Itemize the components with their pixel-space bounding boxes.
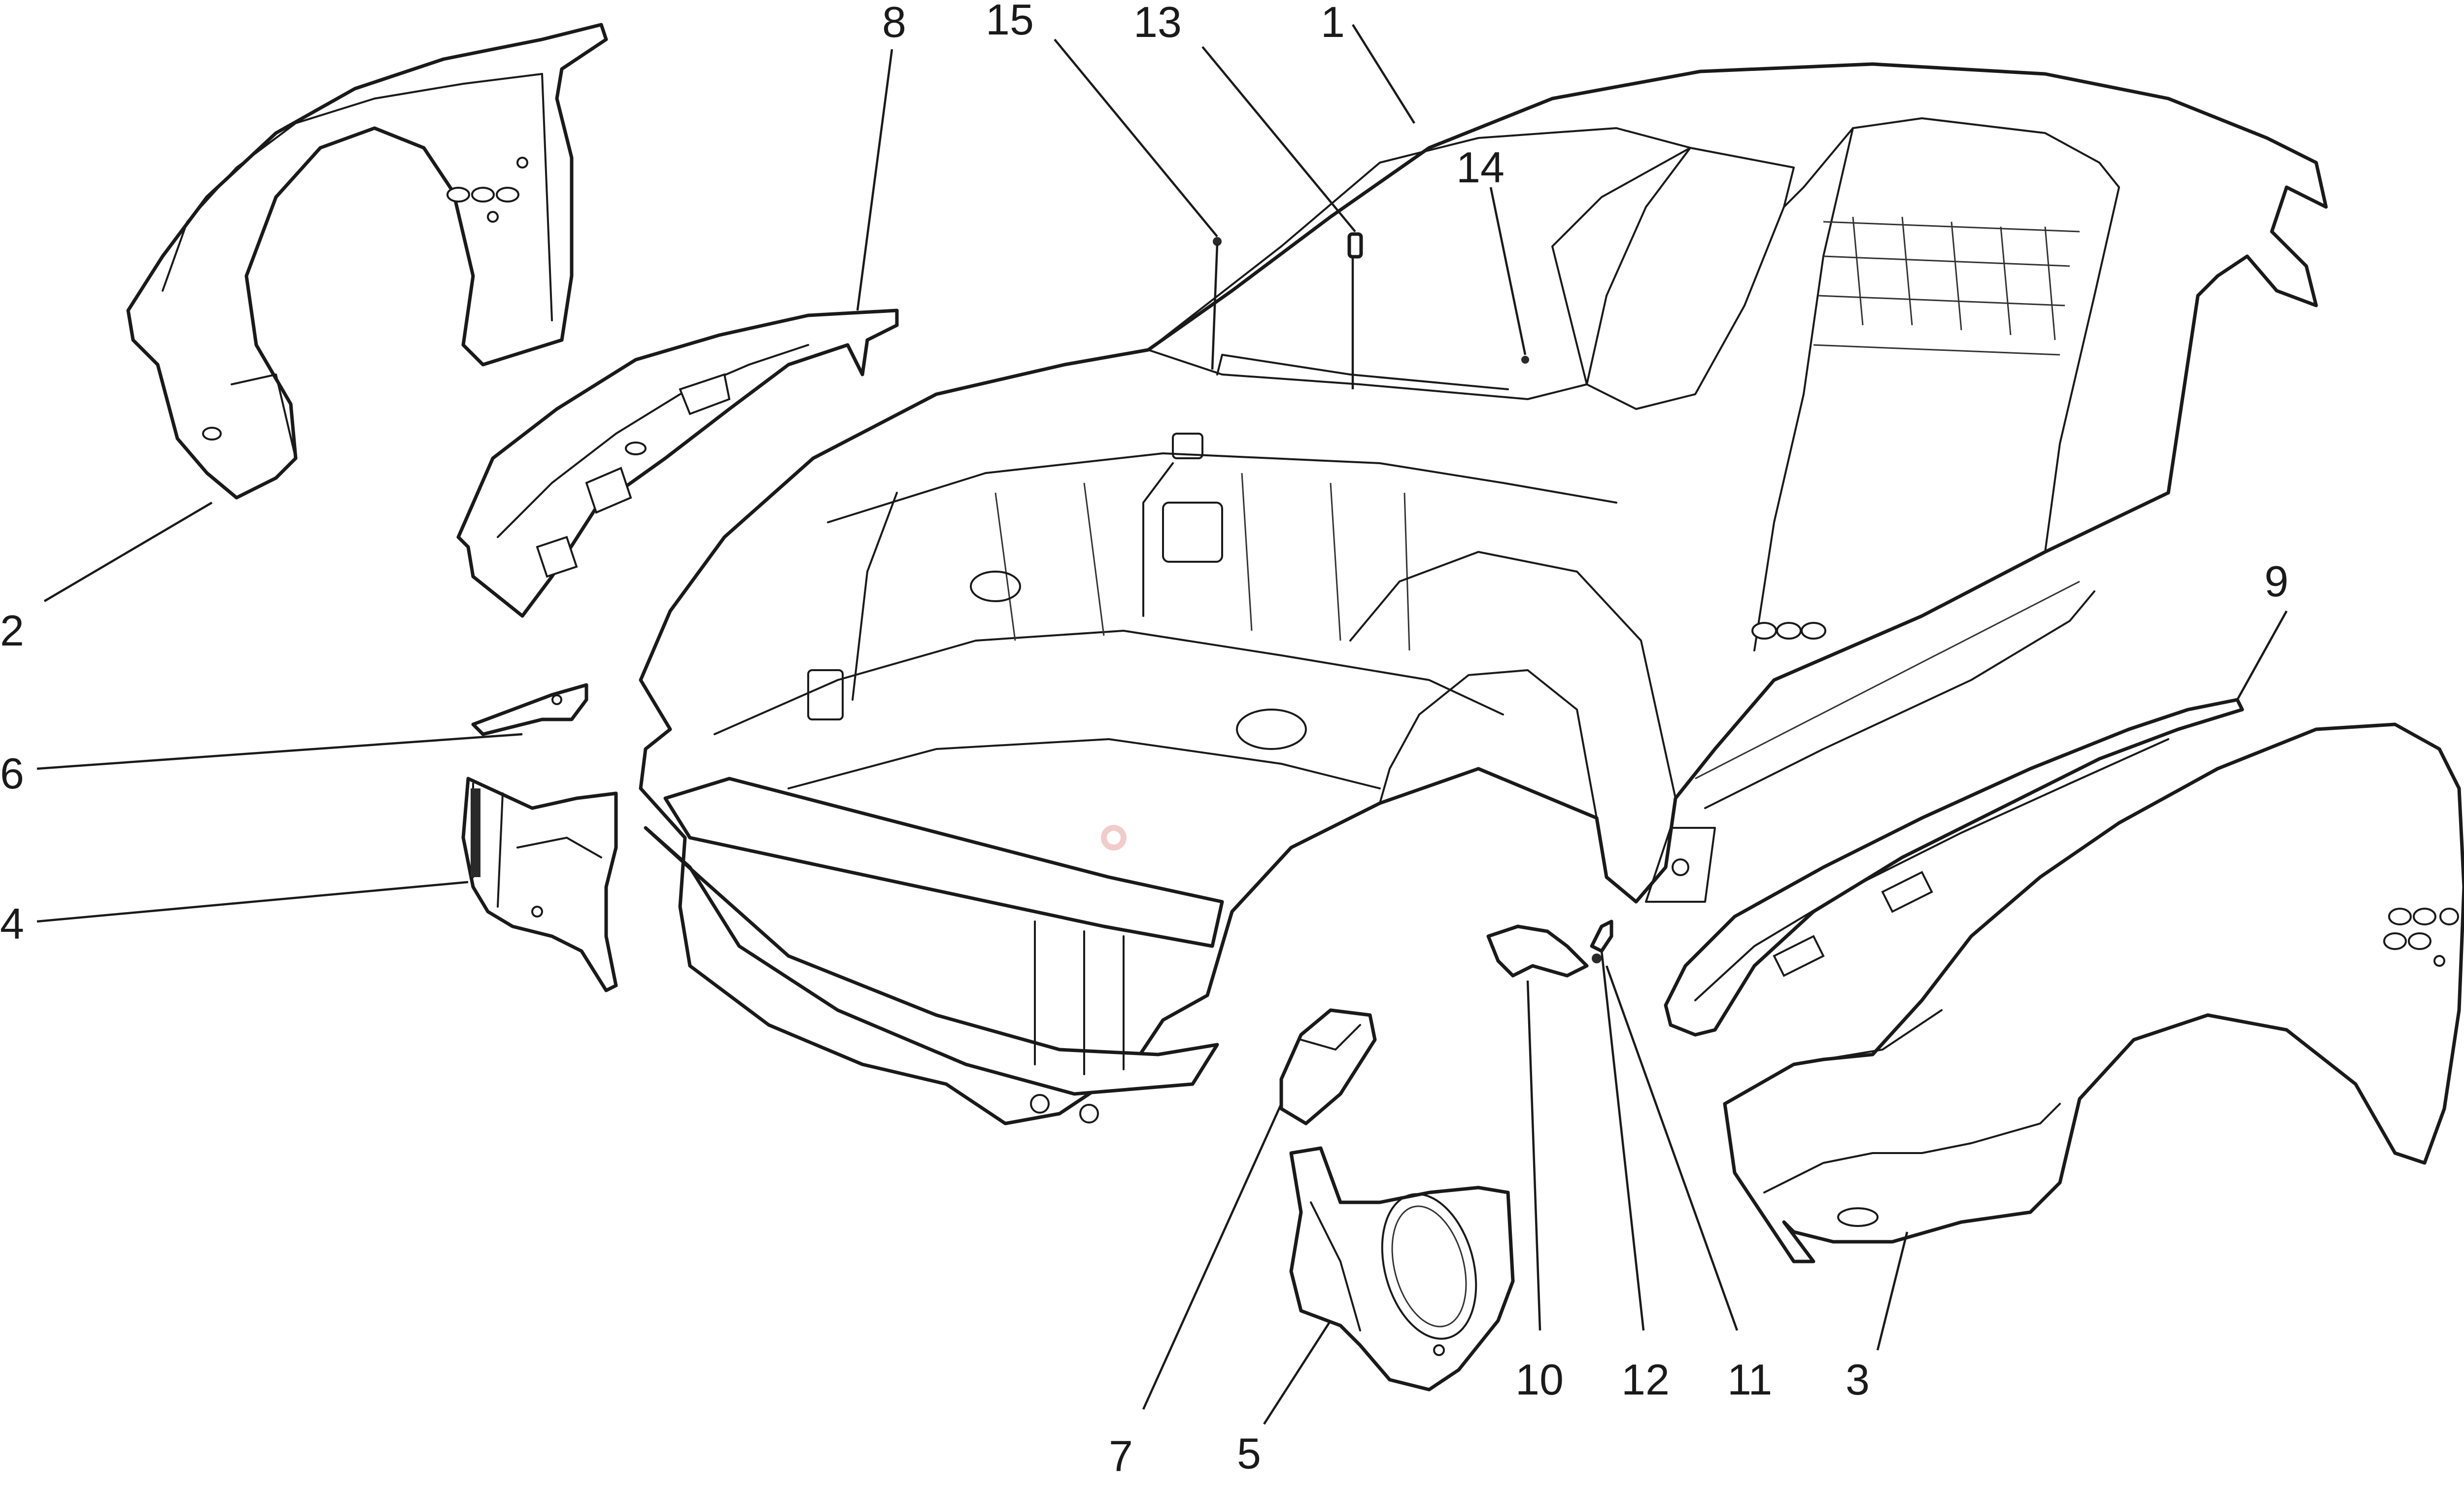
- callout-4: 4: [0, 899, 24, 948]
- leader-11: [1605, 965, 1739, 1331]
- left-closing-plate-part[interactable]: [461, 777, 618, 992]
- leader-12: [1600, 951, 1645, 1331]
- roof-stud-part[interactable]: [1347, 232, 1363, 259]
- small-plate-part[interactable]: [1486, 924, 1589, 978]
- callout-13: 13: [1133, 0, 1182, 46]
- leader-3: [1876, 1231, 1909, 1351]
- leader-5: [1263, 1320, 1332, 1425]
- callout-8: 8: [882, 0, 906, 46]
- clip-part[interactable]: [1590, 919, 1613, 953]
- right-front-wing-part[interactable]: [1723, 722, 2464, 1263]
- left-inner-wheelarch-part[interactable]: [126, 23, 608, 500]
- leader-15b: [1211, 243, 1219, 370]
- right-upper-rail-part[interactable]: [1664, 698, 2244, 1037]
- callout-10: 10: [1515, 1355, 1564, 1404]
- bolt-part[interactable]: [1592, 953, 1602, 963]
- small-bracket-part[interactable]: [471, 683, 588, 736]
- leader-4: [36, 881, 469, 923]
- leader-15: [1054, 38, 1218, 238]
- callout-11: 11: [1727, 1355, 1772, 1404]
- leader-8: [856, 49, 893, 311]
- body-shell-part[interactable]: [639, 62, 2328, 1125]
- callout-9: 9: [2264, 557, 2289, 606]
- callout-7: 7: [1109, 1431, 1133, 1480]
- leader-7: [1142, 1103, 1283, 1410]
- leader-2: [43, 502, 213, 602]
- leader-13: [1201, 46, 1356, 233]
- callout-2: 2: [0, 606, 24, 655]
- left-upper-rail-part[interactable]: [456, 308, 899, 618]
- leader-lines: [36, 24, 2288, 1425]
- leader-14: [1489, 187, 1527, 355]
- callout-3: 3: [1846, 1355, 1870, 1404]
- screen-bracket-part[interactable]: [1521, 356, 1529, 364]
- watermark-logo: [1101, 825, 1127, 851]
- leader-9: [2236, 610, 2288, 701]
- callout-labels: 1 2 3 4 5 6 7 8 9 10 11 12 13 14 15: [0, 0, 2289, 1480]
- callout-5: 5: [1237, 1429, 1261, 1478]
- leader-1: [1352, 24, 1415, 124]
- leader-10: [1526, 980, 1541, 1331]
- leader-6: [36, 733, 523, 770]
- angle-bracket-part[interactable]: [1279, 1008, 1377, 1125]
- roof-screw-part[interactable]: [1213, 237, 1222, 246]
- callout-12: 12: [1621, 1355, 1670, 1404]
- callout-1: 1: [1321, 0, 1345, 46]
- callout-6: 6: [0, 749, 24, 798]
- callout-15: 15: [986, 0, 1034, 44]
- wheelarch-closing-plate-part[interactable]: [1289, 1146, 1515, 1392]
- callout-14: 14: [1456, 143, 1505, 192]
